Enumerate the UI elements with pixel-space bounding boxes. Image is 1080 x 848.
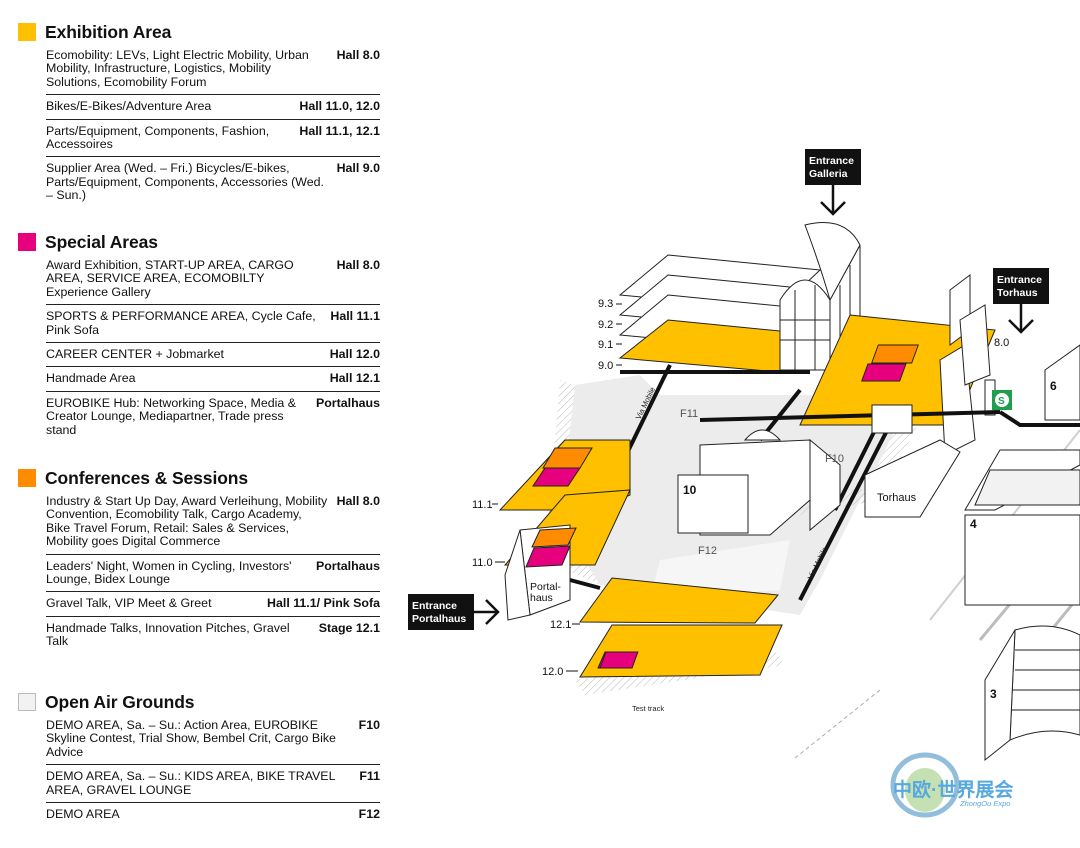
level-ticks [492,303,622,672]
svg-text:S: S [998,396,1005,407]
special-spot [861,363,907,382]
list-item: DEMO AREA, Sa. – Su.: KIDS AREA, BIKE TR… [46,764,380,802]
section-conference: Conferences & Sessions Industry & Start … [18,464,380,688]
entrance-galleria: Entrance Galleria [805,149,861,216]
svg-text:9.0: 9.0 [598,360,613,372]
special-spot [532,467,581,487]
section-title: Special Areas [45,231,158,252]
watermark-logo: 中欧·世界展会 ZhongOu Expo [890,752,1013,818]
svg-text:Portalhaus: Portalhaus [412,613,466,625]
entrance-portalhaus: Entrance Portalhaus [408,594,500,630]
list-item: Handmade Talks, Innovation Pitches, Grav… [46,615,380,654]
entrance-torhaus: Entrance Torhaus [993,268,1049,334]
svg-text:Galleria: Galleria [809,168,848,180]
hall-10: 10 [677,429,841,536]
svg-text:Test track: Test track [632,704,664,713]
sbahn-icon: S [992,390,1012,410]
svg-text:11.1: 11.1 [472,499,493,511]
arrow-down-icon [1008,304,1034,334]
legend: Exhibition Area Ecomobility: LEVs, Light… [18,18,380,826]
svg-text:F10: F10 [825,453,844,465]
list-item: SPORTS & PERFORMANCE AREA, Cycle Cafe, P… [46,304,380,342]
special-swatch [18,233,36,251]
torhaus-building: Torhaus [864,404,961,518]
section-special: Special Areas Award Exhibition, START-UP… [18,228,380,464]
list-item: EUROBIKE Hub: Networking Space, Media & … [46,390,380,442]
special-spot [525,545,571,568]
hall-3: 3 [984,625,1080,762]
svg-text:Entrance: Entrance [412,600,457,612]
section-exhibition: Exhibition Area Ecomobility: LEVs, Light… [18,18,380,228]
arrow-right-icon [474,599,500,625]
hall-number: 6 [1050,379,1057,393]
svg-text:9.1: 9.1 [598,339,613,351]
svg-text:Torhaus: Torhaus [997,287,1038,299]
bridges [569,364,1080,601]
svg-text:Entrance: Entrance [997,274,1042,286]
hall-number: 10 [683,483,697,497]
svg-text:F12: F12 [698,545,717,557]
arrow-down-icon [820,185,846,216]
field-labels: F11 F10 F12 [680,408,844,557]
portalhaus-label: Portal- [530,581,561,593]
galleria-building [779,222,861,372]
conference-spot [531,527,577,548]
torhaus-label: Torhaus [877,492,917,504]
svg-text:中欧·世界展会: 中欧·世界展会 [893,778,1013,801]
list-item: Award Exhibition, START-UP AREA, CARGO A… [46,258,380,299]
conference-spot [871,344,919,364]
hall-9 [618,254,822,373]
hall-6: 6 [1044,344,1080,421]
exhibition-swatch [18,23,36,41]
rail-line [794,689,881,759]
list-item: Ecomobility: LEVs, Light Electric Mobili… [46,48,380,89]
portalhaus-label: haus [530,592,553,604]
svg-text:ZhongOu Expo: ZhongOu Expo [959,799,1010,808]
special-spot [599,651,639,669]
list-item: Parts/Equipment, Components, Fashion, Ac… [46,118,380,157]
section-title: Open Air Grounds [45,691,195,712]
svg-text:Entrance: Entrance [809,155,854,167]
hall-8 [799,274,996,456]
portalhaus-building: Portal- haus [504,524,577,621]
svg-text:11.0: 11.0 [472,557,493,569]
svg-text:12.0: 12.0 [542,666,563,678]
svg-text:9.2: 9.2 [598,319,613,331]
list-item: Industry & Start Up Day, Award Verleihun… [46,494,380,549]
hall-number: 3 [990,687,997,701]
hall-12-1-floor [579,577,779,624]
level-labels: 9.3 9.2 9.1 9.0 8.0 11.1 11.0 12.1 12.0 [472,298,1009,678]
section-title: Exhibition Area [45,21,172,42]
open-air-swatch [18,693,36,711]
hall-number: 4 [970,517,977,531]
list-item: DEMO AREA, Sa. – Su.: Action Area, EUROB… [46,718,380,759]
conference-swatch [18,469,36,487]
svg-text:12.1: 12.1 [550,619,571,631]
list-item: Leaders' Night, Women in Cycling, Invest… [46,553,380,592]
svg-text:8.0: 8.0 [994,337,1009,349]
section-open-air: Open Air Grounds DEMO AREA, Sa. – Su.: A… [18,688,380,826]
list-item: Supplier Area (Wed. – Fri.) Bicycles/E-b… [46,156,380,207]
section-title: Conferences & Sessions [45,467,249,488]
hall-4: 4 [964,449,1080,606]
svg-text:F11: F11 [680,408,698,420]
svg-text:9.3: 9.3 [598,298,613,310]
hall-12 [579,577,783,678]
